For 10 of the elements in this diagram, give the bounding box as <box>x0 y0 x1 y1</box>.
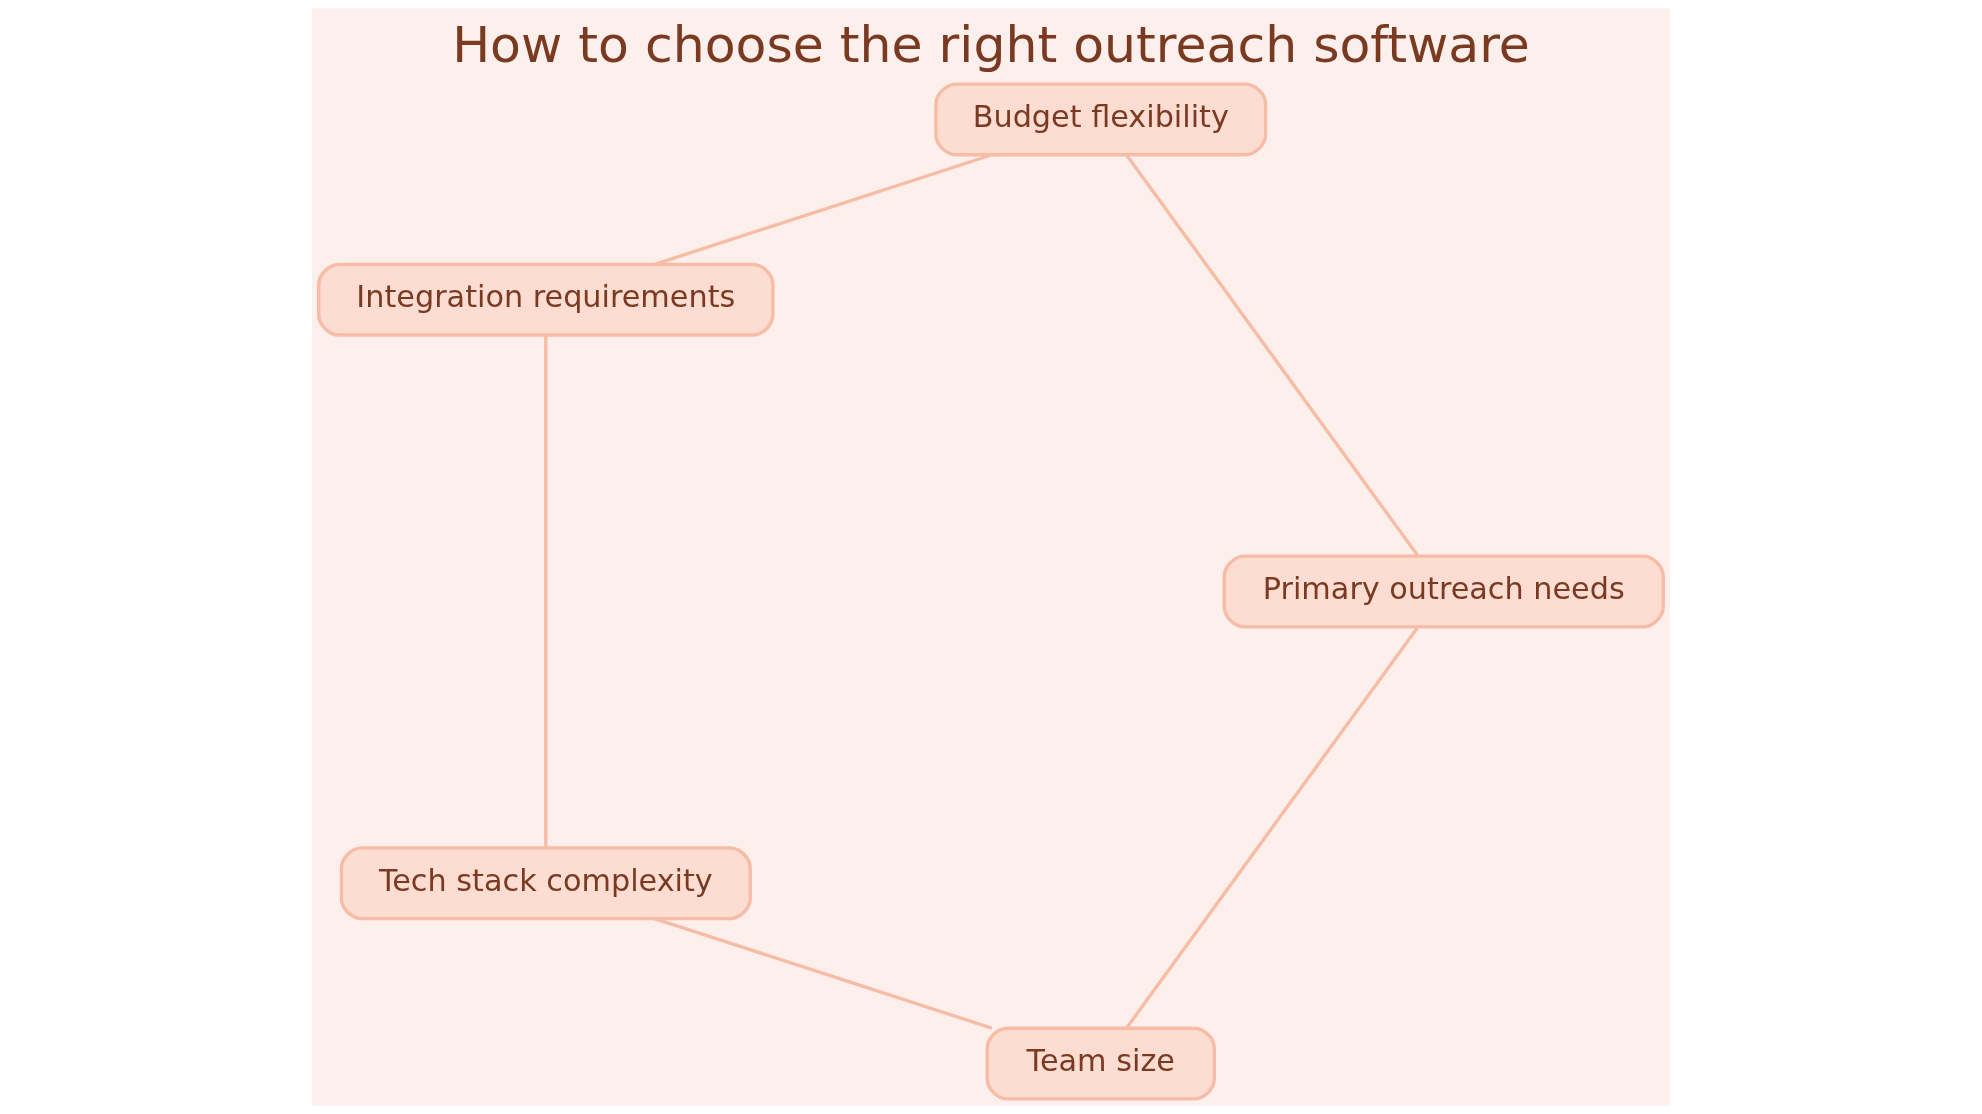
connector <box>654 153 993 266</box>
connector <box>544 335 548 848</box>
connector <box>1125 625 1420 1029</box>
node-box: Integration requirements <box>317 262 775 337</box>
node-box: Team size <box>985 1026 1216 1101</box>
node-box: Budget flexibility <box>934 82 1268 157</box>
node-box: Tech stack complexity <box>339 846 752 921</box>
node-box: Primary outreach needs <box>1222 554 1665 629</box>
diagram-title: How to choose the right outreach software <box>452 15 1530 75</box>
connector <box>1125 153 1420 557</box>
